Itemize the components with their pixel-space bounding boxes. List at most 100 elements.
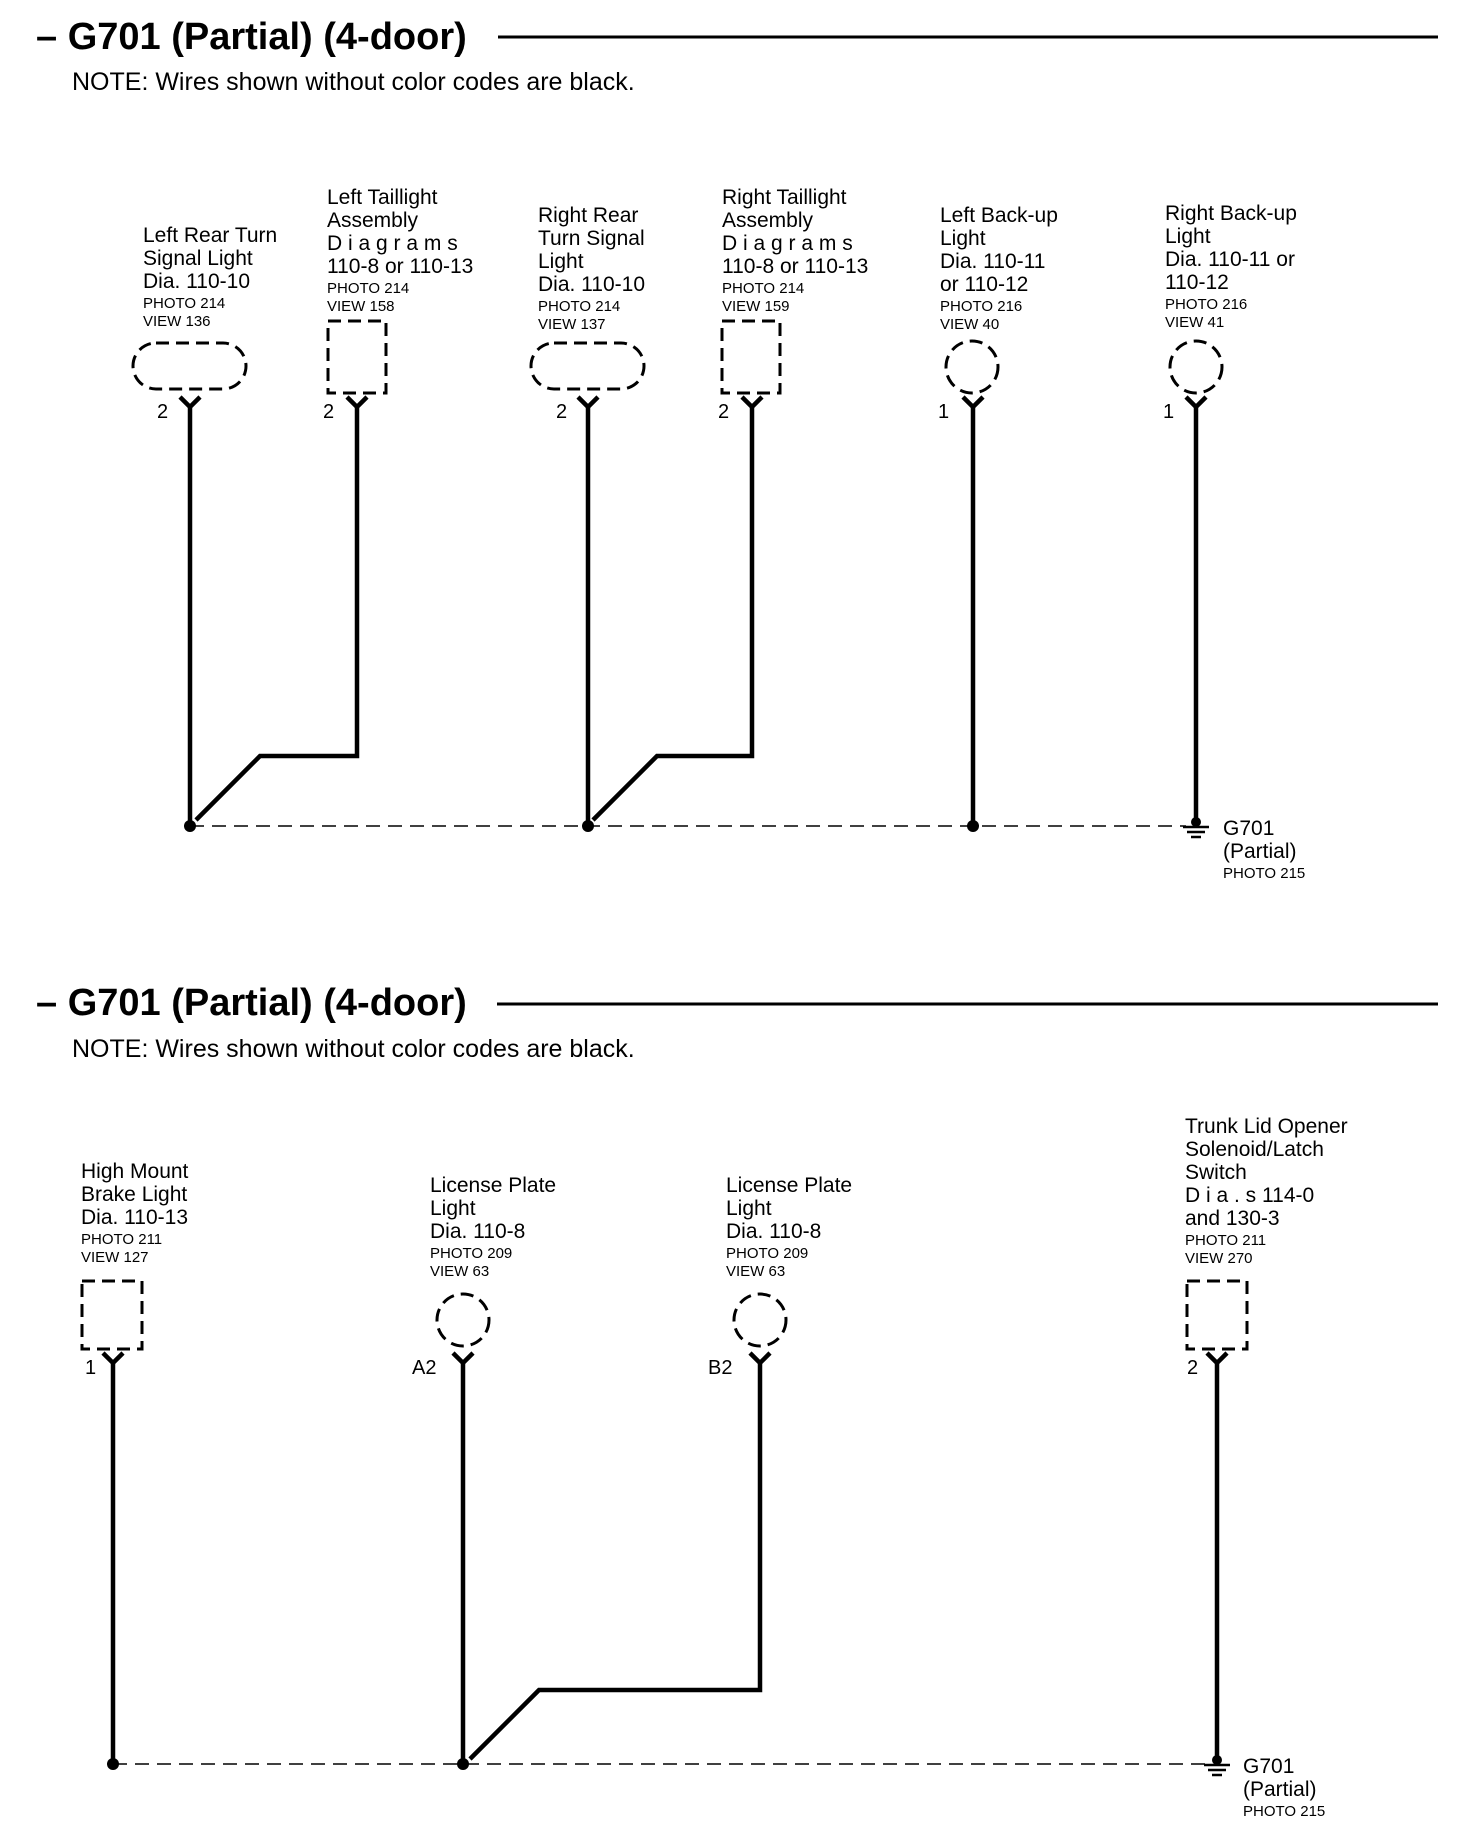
pin-label: 2 bbox=[556, 401, 567, 423]
pin-label: B2 bbox=[708, 1357, 732, 1379]
component-photo: PHOTO 214 bbox=[538, 298, 620, 315]
terminal-symbols bbox=[101, 1351, 1229, 1367]
component-label-line: Dia. 110-11 bbox=[940, 250, 1045, 273]
ground-name: G701 bbox=[1243, 1755, 1294, 1778]
component-label-line: Switch bbox=[1185, 1161, 1247, 1184]
component-license-plate-light-a2: License Plate Light Dia. 110-8 PHOTO 209… bbox=[412, 1174, 556, 1379]
component-view: VIEW 137 bbox=[538, 316, 606, 333]
component-photo: PHOTO 216 bbox=[1165, 296, 1247, 313]
component-label-line: Dia. 110-8 bbox=[726, 1220, 821, 1243]
component-view: VIEW 63 bbox=[430, 1263, 489, 1280]
component-license-plate-light-b2: License Plate Light Dia. 110-8 PHOTO 209… bbox=[708, 1174, 852, 1379]
component-label-line: Light bbox=[430, 1197, 476, 1220]
section-note: NOTE: Wires shown without color codes ar… bbox=[72, 68, 635, 96]
section-1: – G701 (Partial) (4-door) NOTE: Wires sh… bbox=[36, 16, 1438, 882]
connector-circle bbox=[1168, 339, 1224, 395]
ground-sub: (Partial) bbox=[1243, 1778, 1317, 1801]
connector-rect bbox=[1185, 1279, 1249, 1351]
section-2: – G701 (Partial) (4-door) NOTE: Wires sh… bbox=[36, 982, 1438, 1820]
component-photo: PHOTO 214 bbox=[143, 295, 225, 312]
component-label-line: Right Back-up bbox=[1165, 202, 1297, 225]
component-label-line: or 110-12 bbox=[940, 273, 1028, 296]
connector-circle bbox=[944, 339, 1000, 395]
connector-oval bbox=[529, 341, 646, 391]
component-label-line: Assembly bbox=[327, 209, 419, 232]
splice-dot bbox=[582, 820, 594, 832]
component-label-line: Left Rear Turn bbox=[143, 224, 277, 247]
component-label-line: Light bbox=[940, 227, 986, 250]
component-label-line: Left Back-up bbox=[940, 204, 1058, 227]
connector-oval bbox=[131, 341, 248, 391]
component-high-mount-brake-light: High Mount Brake Light Dia. 110-13 PHOTO… bbox=[80, 1160, 189, 1379]
ground-photo: PHOTO 215 bbox=[1223, 865, 1305, 882]
component-photo: PHOTO 209 bbox=[726, 1245, 808, 1262]
ground-name: G701 bbox=[1223, 817, 1274, 840]
component-left-backup-light: Left Back-up Light Dia. 110-11 or 110-12… bbox=[938, 204, 1058, 423]
component-view: VIEW 159 bbox=[722, 298, 790, 315]
component-right-taillight-assembly: Right Taillight Assembly D i a g r a m s… bbox=[718, 186, 868, 423]
pin-label: 1 bbox=[85, 1357, 96, 1379]
component-photo: PHOTO 214 bbox=[327, 280, 409, 297]
component-view: VIEW 63 bbox=[726, 1263, 785, 1280]
component-photo: PHOTO 214 bbox=[722, 280, 804, 297]
component-label-line: Dia. 110-10 bbox=[143, 270, 250, 293]
component-view: VIEW 40 bbox=[940, 316, 999, 333]
component-label-line: Dia. 110-11 or bbox=[1165, 248, 1295, 271]
component-label-line: Signal Light bbox=[143, 247, 253, 270]
component-view: VIEW 270 bbox=[1185, 1250, 1253, 1267]
splice-dot bbox=[457, 1758, 469, 1770]
component-photo: PHOTO 209 bbox=[430, 1245, 512, 1262]
splice-dot bbox=[1212, 1755, 1222, 1765]
component-right-backup-light: Right Back-up Light Dia. 110-11 or 110-1… bbox=[1163, 202, 1297, 423]
component-view: VIEW 41 bbox=[1165, 314, 1224, 331]
splice-dot bbox=[1191, 817, 1201, 827]
pin-label: 1 bbox=[1163, 401, 1174, 423]
component-label-line: D i a . s 114-0 bbox=[1185, 1184, 1314, 1207]
component-photo: PHOTO 211 bbox=[1185, 1232, 1266, 1249]
wires bbox=[110, 1360, 1220, 1764]
component-left-rear-turn-signal-light: Left Rear Turn Signal Light Dia. 110-10 … bbox=[131, 224, 277, 423]
pin-label: 2 bbox=[157, 401, 168, 423]
pin-label: 2 bbox=[1187, 1357, 1198, 1379]
component-view: VIEW 158 bbox=[327, 298, 395, 315]
splice-dot bbox=[184, 820, 196, 832]
splice-dot bbox=[107, 1758, 119, 1770]
component-label-line: D i a g r a m s bbox=[722, 232, 853, 255]
pin-label: 2 bbox=[323, 401, 334, 423]
component-label-line: 110-8 or 110-13 bbox=[722, 255, 868, 278]
component-label-line: Right Taillight bbox=[722, 186, 847, 209]
connector-rect bbox=[80, 1279, 144, 1351]
pin-label: 2 bbox=[718, 401, 729, 423]
pin-label: 1 bbox=[938, 401, 949, 423]
component-right-rear-turn-signal-light: Right Rear Turn Signal Light Dia. 110-10… bbox=[529, 204, 646, 423]
connector-circle bbox=[435, 1292, 491, 1348]
component-label-line: License Plate bbox=[430, 1174, 556, 1197]
component-label-line: License Plate bbox=[726, 1174, 852, 1197]
component-label-line: 110-8 or 110-13 bbox=[327, 255, 473, 278]
splice-dot bbox=[967, 820, 979, 832]
pin-label: A2 bbox=[412, 1357, 436, 1379]
component-label-line: Trunk Lid Opener bbox=[1185, 1115, 1348, 1138]
component-label-line: Dia. 110-10 bbox=[538, 273, 645, 296]
component-label-line: Light bbox=[538, 250, 584, 273]
component-label-line: 110-12 bbox=[1165, 271, 1229, 294]
connector-circle bbox=[732, 1292, 788, 1348]
component-label-line: Light bbox=[726, 1197, 772, 1220]
component-photo: PHOTO 211 bbox=[81, 1231, 162, 1248]
ground-sub: (Partial) bbox=[1223, 840, 1297, 863]
wires bbox=[187, 404, 1199, 826]
ground-icon bbox=[1204, 1763, 1230, 1777]
component-label-line: and 130-3 bbox=[1185, 1207, 1280, 1230]
section-note: NOTE: Wires shown without color codes ar… bbox=[72, 1035, 635, 1063]
component-label-line: Turn Signal bbox=[538, 227, 645, 250]
wire bbox=[468, 1360, 763, 1761]
component-left-taillight-assembly: Left Taillight Assembly D i a g r a m s … bbox=[323, 186, 473, 423]
component-label-line: D i a g r a m s bbox=[327, 232, 458, 255]
component-label-line: Dia. 110-13 bbox=[81, 1206, 188, 1229]
component-label-line: Right Rear bbox=[538, 204, 638, 227]
wire bbox=[194, 404, 360, 822]
component-label-line: Dia. 110-8 bbox=[430, 1220, 525, 1243]
component-photo: PHOTO 216 bbox=[940, 298, 1022, 315]
section-title: – G701 (Partial) (4-door) bbox=[36, 982, 467, 1024]
